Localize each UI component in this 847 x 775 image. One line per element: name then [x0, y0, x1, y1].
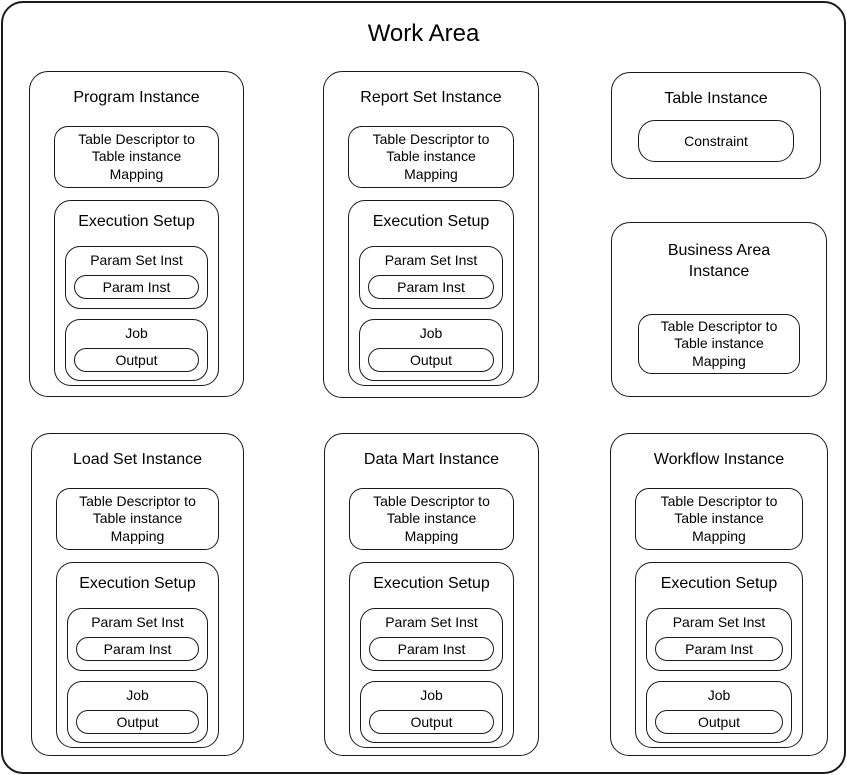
param-set-inst-title: Param Set Inst	[384, 252, 478, 268]
param-set-inst-box: Param Set Inst Param Inst	[359, 246, 503, 309]
instance-title: Program Instance	[73, 89, 200, 106]
constraint-box: Constraint	[638, 120, 794, 162]
job-box: Job Output	[646, 681, 792, 743]
param-inst-pill: Param Inst	[74, 275, 199, 299]
output-pill: Output	[368, 348, 494, 372]
instance-title: Load Set Instance	[73, 451, 202, 468]
output-pill: Output	[74, 348, 199, 372]
table-descriptor-mapping-box: Table Descriptor to Table instance Mappi…	[56, 488, 219, 550]
param-inst-pill: Param Inst	[368, 275, 494, 299]
param-set-inst-title: Param Set Inst	[672, 614, 766, 630]
instance-title: Workflow Instance	[653, 451, 785, 468]
execution-setup-box: Execution Setup Param Set Inst Param Ins…	[635, 562, 803, 748]
execution-setup-box: Execution Setup Param Set Inst Param Ins…	[56, 562, 219, 748]
execution-setup-title: Execution Setup	[79, 575, 196, 592]
job-title: Job	[707, 687, 731, 703]
job-title: Job	[420, 687, 443, 703]
table-descriptor-mapping-box: Table Descriptor to Table instance Mappi…	[638, 314, 800, 374]
output-pill: Output	[655, 710, 783, 734]
execution-setup-box: Execution Setup Param Set Inst Param Ins…	[349, 562, 514, 748]
instance-title: Table Instance	[664, 90, 768, 107]
execution-setup-title: Execution Setup	[372, 213, 490, 230]
param-set-inst-box: Param Set Inst Param Inst	[65, 246, 208, 309]
param-inst-pill: Param Inst	[655, 637, 783, 661]
table-descriptor-mapping-box: Table Descriptor to Table instance Mappi…	[54, 126, 219, 188]
param-set-inst-box: Param Set Inst Param Inst	[360, 608, 503, 671]
instance-box-data-mart: Data Mart Instance Table Descriptor to T…	[324, 433, 539, 756]
instance-title: Report Set Instance	[360, 89, 502, 106]
execution-setup-title: Execution Setup	[660, 575, 778, 592]
instance-box-workflow: Workflow Instance Table Descriptor to Ta…	[610, 433, 828, 756]
instance-box-program: Program Instance Table Descriptor to Tab…	[29, 71, 244, 397]
instance-box-table: Table Instance Constraint	[611, 72, 821, 179]
param-set-inst-title: Param Set Inst	[91, 614, 184, 630]
output-pill: Output	[76, 710, 199, 734]
execution-setup-box: Execution Setup Param Set Inst Param Ins…	[54, 200, 219, 386]
instance-box-report-set: Report Set Instance Table Descriptor to …	[323, 71, 539, 398]
execution-setup-title: Execution Setup	[373, 575, 490, 592]
instance-title: Business Area Instance	[667, 242, 771, 280]
param-set-inst-box: Param Set Inst Param Inst	[646, 608, 792, 671]
job-box: Job Output	[359, 319, 503, 381]
table-descriptor-mapping-box: Table Descriptor to Table instance Mappi…	[348, 126, 514, 188]
output-pill: Output	[369, 710, 494, 734]
table-descriptor-mapping-box: Table Descriptor to Table instance Mappi…	[349, 488, 514, 550]
param-set-inst-title: Param Set Inst	[90, 252, 183, 268]
execution-setup-box: Execution Setup Param Set Inst Param Ins…	[348, 200, 514, 386]
job-box: Job Output	[65, 319, 208, 381]
instance-title: Data Mart Instance	[363, 451, 500, 468]
instance-box-business-area: Business Area Instance Table Descriptor …	[611, 222, 827, 397]
param-inst-pill: Param Inst	[369, 637, 494, 661]
table-descriptor-mapping-box: Table Descriptor to Table instance Mappi…	[635, 488, 803, 550]
param-set-inst-title: Param Set Inst	[385, 614, 478, 630]
param-set-inst-box: Param Set Inst Param Inst	[67, 608, 208, 671]
job-title: Job	[126, 687, 149, 703]
job-box: Job Output	[67, 681, 208, 743]
execution-setup-title: Execution Setup	[78, 213, 195, 230]
job-title: Job	[419, 325, 443, 341]
job-box: Job Output	[360, 681, 503, 743]
page-title: Work Area	[367, 20, 480, 47]
param-inst-pill: Param Inst	[76, 637, 199, 661]
instance-box-load-set: Load Set Instance Table Descriptor to Ta…	[31, 433, 244, 756]
job-title: Job	[125, 325, 148, 341]
